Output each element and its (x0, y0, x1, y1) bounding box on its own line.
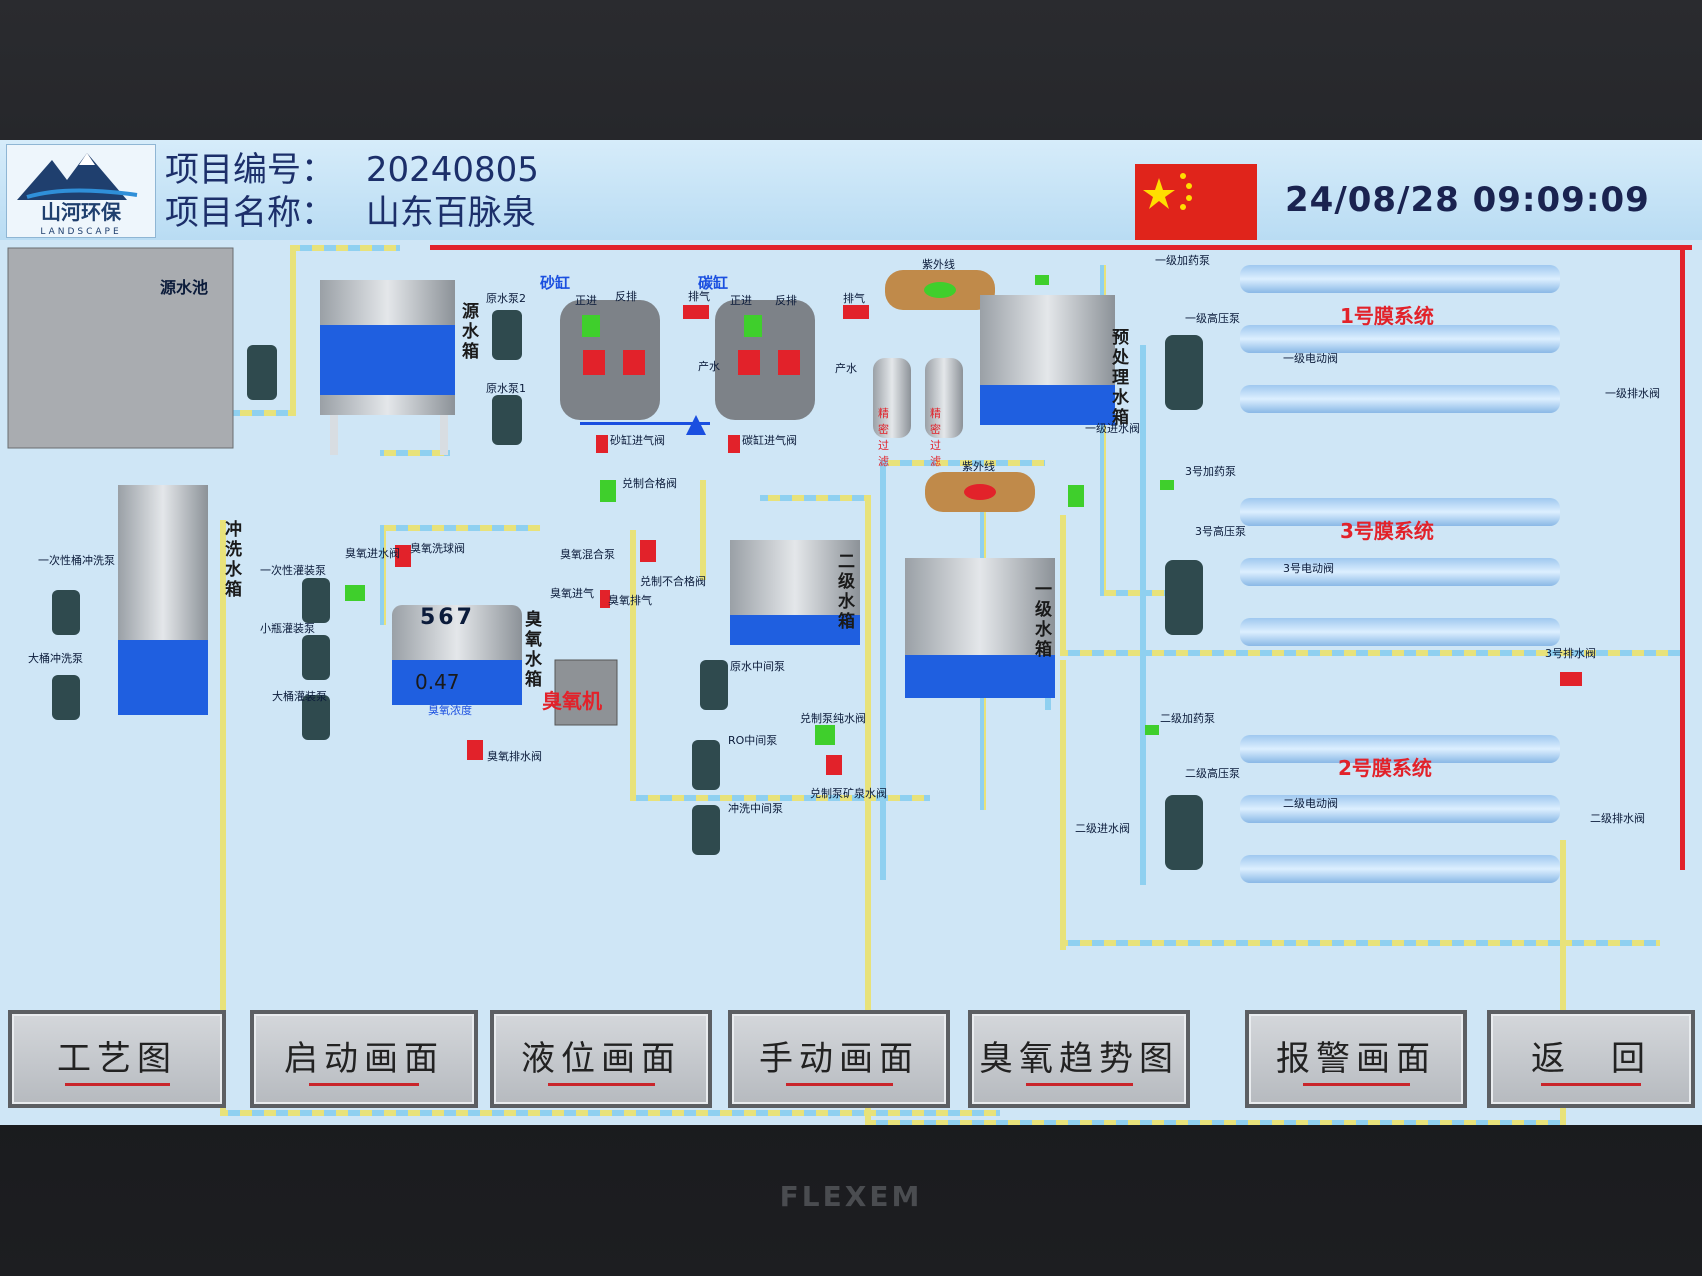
process-diagram-button-label: 工艺图 (57, 1039, 177, 1079)
hp-pump-3-label[interactable]: 3号高压泵 (1195, 525, 1246, 538)
blend-ng-valve-label[interactable]: 兑制不合格阀 (640, 575, 706, 588)
datetime-display: 24/08/28 09:09:09 (1285, 180, 1650, 220)
ozone-exhaust-label: 臭氧排气 (608, 594, 652, 607)
project-name-label: 项目名称： (165, 193, 335, 233)
project-name-row: 项目名称： 山东百脉泉 (165, 185, 536, 234)
alarm-screen-button[interactable]: 报警画面 (1245, 1010, 1467, 1108)
raw-pump-1-label[interactable]: 原水泵1 (486, 382, 526, 395)
small-bottle-pump-label[interactable]: 小瓶灌装泵 (260, 622, 315, 635)
header-bar: 山河环保 LANDSCAPE 项目编号： 20240805 项目名称： 山东百脉… (0, 140, 1702, 244)
carbon-backwash-label: 反排 (775, 294, 797, 307)
electric-valve-2-label[interactable]: 二级电动阀 (1283, 797, 1338, 810)
hp-pump-1-label[interactable]: 一级高压泵 (1185, 312, 1240, 325)
inlet-valve-2-label[interactable]: 二级进水阀 (1075, 822, 1130, 835)
level-screen-button[interactable]: 液位画面 (490, 1010, 712, 1108)
ozone-generator-label[interactable]: 臭氧机 (542, 689, 602, 713)
drain-valve-2-label[interactable]: 二级排水阀 (1590, 812, 1645, 825)
uv-2-label: 紫外线 (962, 460, 995, 473)
drain-valve-1-label[interactable]: 一级排水阀 (1605, 387, 1660, 400)
secondary-tank-label: 二级水箱 (838, 552, 855, 632)
ozone-concentration-value: 0.47 (415, 670, 460, 694)
blend-pure-valve-label[interactable]: 兑制泵纯水阀 (800, 712, 866, 725)
electric-valve-3-label[interactable]: 3号电动阀 (1283, 562, 1334, 575)
hmi-screen: 山河环保 LANDSCAPE 项目编号： 20240805 项目名称： 山东百脉… (0, 140, 1702, 1125)
level-screen-button-label: 液位画面 (521, 1039, 681, 1079)
dose-pump-3-label[interactable]: 3号加药泵 (1185, 465, 1236, 478)
project-number-label: 项目编号： (165, 150, 335, 190)
electric-valve-1-label[interactable]: 一级电动阀 (1283, 352, 1338, 365)
precision-filter-1-label: 精密过滤 (878, 407, 889, 468)
project-number-value: 20240805 (365, 150, 539, 190)
source-pool-tank (7, 247, 234, 449)
ro-mid-pump-label[interactable]: RO中间泵 (728, 734, 778, 747)
barrel-flush-pump-label[interactable]: 大桶冲洗泵 (28, 652, 83, 665)
barrel-fill-pump-label[interactable]: 大桶灌装泵 (272, 690, 327, 703)
china-flag-icon (1135, 164, 1257, 244)
disposable-flush-pump-label[interactable]: 一次性桶冲洗泵 (38, 554, 115, 567)
device-brand: FLEXEM (779, 1180, 923, 1213)
startup-screen-button[interactable]: 启动画面 (250, 1010, 478, 1108)
sand-product-label: 产水 (698, 360, 720, 373)
alarm-screen-button-label: 报警画面 (1276, 1039, 1436, 1079)
precision-filter-2-label: 精密过滤 (930, 407, 941, 468)
logo-subtitle: LANDSCAPE (40, 227, 122, 237)
flush-mid-pump-label[interactable]: 冲洗中间泵 (728, 802, 783, 815)
sand-forward-label: 正进 (575, 294, 597, 307)
project-name-value: 山东百脉泉 (365, 193, 536, 233)
dose-pump-1-label[interactable]: 一级加药泵 (1155, 254, 1210, 267)
ozone-mix-pump-label[interactable]: 臭氧混合泵 (560, 548, 615, 561)
carbon-vent-valve-label[interactable]: 碳缸进气阀 (742, 434, 797, 447)
process-diagram: 源水池 源水箱 原水泵2 原水泵1 砂缸 碳缸 正进 反排 正进 反排 排气 排… (0, 240, 1702, 1125)
sand-vent-valve-label[interactable]: 砂缸进气阀 (610, 434, 665, 447)
back-button-label: 返 回 (1531, 1039, 1651, 1079)
ozone-tank-label: 臭氧水箱 (525, 610, 542, 690)
sand-backwash-label: 反排 (615, 290, 637, 303)
ozone-inlet-valve-label[interactable]: 臭氧进水阀 (345, 547, 400, 560)
ozone-inlet-gas-label: 臭氧进气 (550, 587, 594, 600)
carbon-exhaust-label: 排气 (843, 292, 865, 305)
ozone-trend-button[interactable]: 臭氧趋势图 (968, 1010, 1190, 1108)
mountain-logo-icon (17, 153, 138, 200)
membrane-3-title: 3号膜系统 (1340, 519, 1434, 543)
pretreat-tank-label: 预处理水箱 (1112, 328, 1129, 428)
drain-valve-3-label[interactable]: 3号排水阀 (1545, 647, 1596, 660)
source-pool-label: 源水池 (160, 278, 209, 297)
uv-1-label: 紫外线 (922, 258, 955, 271)
ozone-concentration-label: 臭氧浓度 (428, 704, 472, 717)
source-tank-label: 源水箱 (462, 302, 479, 362)
logo-text: 山河环保 (41, 200, 121, 224)
back-button[interactable]: 返 回 (1487, 1010, 1695, 1108)
blend-ok-valve-label[interactable]: 兑制合格阀 (622, 477, 677, 490)
manual-screen-button-label: 手动画面 (759, 1039, 919, 1079)
blend-mineral-valve-label[interactable]: 兑制泵矿泉水阀 (810, 787, 887, 800)
manual-screen-button[interactable]: 手动画面 (728, 1010, 950, 1108)
membrane-2-title: 2号膜系统 (1338, 756, 1432, 780)
process-diagram-button[interactable]: 工艺图 (8, 1010, 226, 1108)
raw-pump-2-label[interactable]: 原水泵2 (486, 292, 526, 305)
flush-tank-label: 冲洗水箱 (225, 520, 242, 600)
sand-exhaust-label: 排气 (688, 290, 710, 303)
disposable-fill-pump-label[interactable]: 一次性灌装泵 (260, 564, 326, 577)
inlet-valve-1-label[interactable]: 一级进水阀 (1085, 422, 1140, 435)
ozone-drain-valve-label[interactable]: 臭氧排水阀 (487, 750, 542, 763)
membrane-1-title: 1号膜系统 (1340, 304, 1434, 328)
project-number-row: 项目编号： 20240805 (165, 142, 539, 191)
primary-tank-label: 一级水箱 (1035, 580, 1052, 660)
pipe-network (7, 245, 1692, 1125)
ozone-tank-level-value: 567 (420, 605, 475, 630)
sand-filter-label: 砂缸 (540, 274, 571, 292)
hp-pump-2-label[interactable]: 二级高压泵 (1185, 767, 1240, 780)
startup-screen-button-label: 启动画面 (284, 1039, 444, 1079)
carbon-forward-label: 正进 (730, 294, 752, 307)
raw-mid-pump-label[interactable]: 原水中间泵 (730, 660, 785, 673)
carbon-filter-label: 碳缸 (698, 274, 729, 292)
ozone-trend-button-label: 臭氧趋势图 (979, 1039, 1179, 1079)
dose-pump-2-label[interactable]: 二级加药泵 (1160, 712, 1215, 725)
ozone-wash-valve-label[interactable]: 臭氧洗球阀 (410, 542, 465, 555)
company-logo: 山河环保 LANDSCAPE (6, 144, 156, 238)
carbon-product-label: 产水 (835, 362, 857, 375)
